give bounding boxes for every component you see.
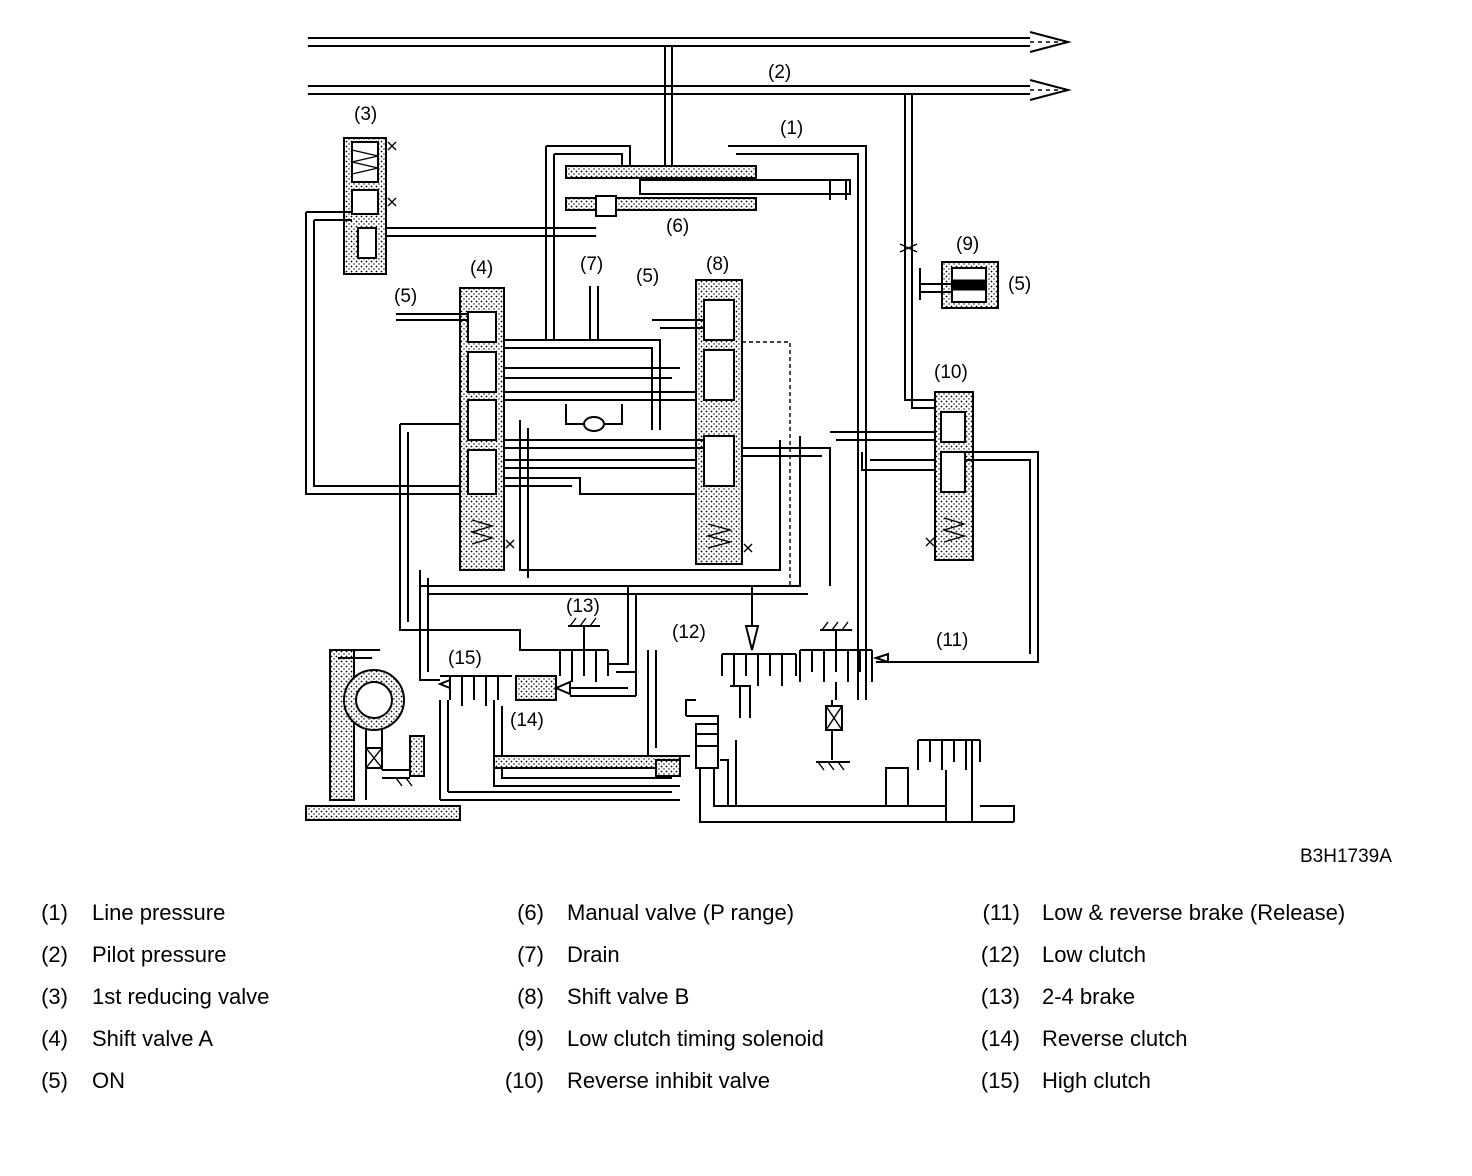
legend-num: (4) <box>41 1026 68 1051</box>
line-pressure-top-lines <box>308 31 1072 166</box>
legend-text: Drain <box>567 942 620 967</box>
reverse-inhibit-valve <box>876 391 1039 663</box>
legend-text: Manual valve (P range) <box>567 900 795 925</box>
legend-num: (12) <box>980 942 1020 967</box>
legend-num: (10) <box>504 1068 544 1093</box>
legend-text: Low clutch timing solenoid <box>567 1026 824 1051</box>
legend-num: (13) <box>980 984 1020 1009</box>
callout-6: (6) <box>666 216 689 237</box>
legend-text: Shift valve A <box>92 1026 214 1051</box>
lower-passages <box>647 650 1015 823</box>
low-clutch <box>721 586 797 718</box>
legend-num: (9) <box>517 1026 544 1051</box>
callout-9: (9) <box>956 234 979 255</box>
callout-5-shift-b: (5) <box>636 266 659 287</box>
callout-4: (4) <box>470 258 493 279</box>
legend-text: ON <box>92 1068 125 1093</box>
legend-num: (11) <box>982 900 1021 925</box>
callout-5-shift-a: (5) <box>394 286 417 307</box>
legend-num: (7) <box>517 942 544 967</box>
shift-valve-a <box>305 212 560 651</box>
legend-text: 2-4 brake <box>1042 984 1135 1009</box>
legend-num: (1) <box>41 900 68 925</box>
callout-8: (8) <box>706 254 729 275</box>
shift-valve-passages <box>419 146 935 681</box>
callout-10: (10) <box>934 362 968 383</box>
legend-num: (6) <box>517 900 544 925</box>
legend-text: Line pressure <box>92 900 226 925</box>
callout-14: (14) <box>510 710 544 731</box>
legend-text: Low & reverse brake (Release) <box>1042 900 1346 925</box>
legend-text: High clutch <box>1042 1068 1151 1093</box>
legend-num: (8) <box>517 984 544 1009</box>
legend-text: Shift valve B <box>567 984 690 1009</box>
legend-text: Reverse inhibit valve <box>567 1068 770 1093</box>
reverse-and-high-clutch <box>437 594 681 801</box>
callout-11: (11) <box>936 630 968 651</box>
callout-12: (12) <box>672 622 706 643</box>
callout-5-solenoid: (5) <box>1008 274 1031 295</box>
legend-text: 1st reducing valve <box>92 984 270 1009</box>
low-reverse-brake <box>799 621 889 771</box>
legend-num: (14) <box>980 1026 1020 1051</box>
callout-1: (1) <box>780 118 803 139</box>
legend-text: Low clutch <box>1042 942 1146 967</box>
manual-valve <box>546 145 867 700</box>
shift-valve-b <box>695 279 753 565</box>
legend-num: (2) <box>41 942 68 967</box>
callout-labels: (2) (1) (3) (6) (9) (5) (4) (7) (5) (8) … <box>354 62 1031 731</box>
callout-2: (2) <box>768 62 791 83</box>
legend-num: (15) <box>980 1068 1020 1093</box>
callout-15: (15) <box>448 648 482 669</box>
callout-7: (7) <box>580 254 603 275</box>
hydraulic-circuit-diagram: (2) (1) (3) (6) (9) (5) (4) (7) (5) (8) … <box>305 31 1072 823</box>
callout-3: (3) <box>354 104 377 125</box>
oil-pump-assembly <box>305 649 461 821</box>
figure-code: B3H1739A <box>1300 846 1392 867</box>
first-reducing-valve <box>306 137 596 275</box>
low-clutch-timing-solenoid <box>920 261 999 309</box>
legend-text: Reverse clutch <box>1042 1026 1188 1051</box>
legend-num: (5) <box>41 1068 68 1093</box>
legend-text: Pilot pressure <box>92 942 227 967</box>
legend-num: (3) <box>41 984 68 1009</box>
callout-13: (13) <box>566 596 600 617</box>
pilot-pressure-branch <box>899 94 935 409</box>
